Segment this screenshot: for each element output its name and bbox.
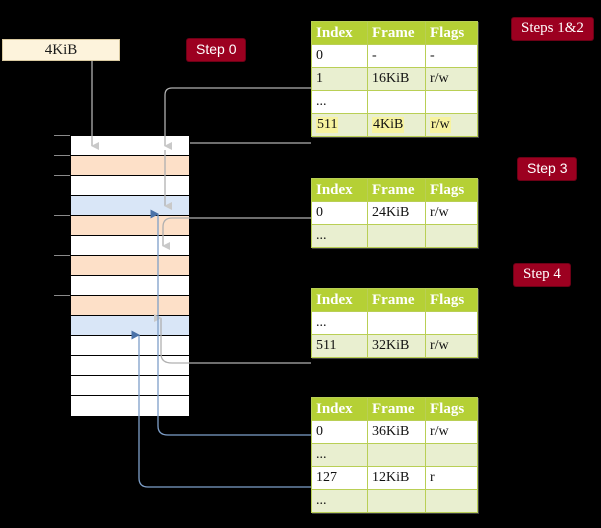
- memory-row-10: [71, 336, 189, 356]
- cell-flags: r/w: [425, 420, 478, 444]
- highlighted-value: 4KiB: [372, 117, 405, 133]
- cell-frame: 36KiB: [367, 420, 426, 444]
- step-badge-step3: Step 3: [518, 158, 577, 180]
- cell-index: 511: [311, 113, 368, 137]
- table-row: ...: [311, 489, 478, 513]
- memory-row-7: [71, 276, 189, 296]
- cell-flags: [425, 489, 478, 513]
- column-header-index: Index: [311, 21, 368, 45]
- cell-index: 511: [311, 334, 368, 358]
- memory-row-13: [71, 396, 189, 416]
- memory-row-0: [71, 136, 189, 156]
- memory-row-4: [71, 216, 189, 236]
- step-badge-step12: Steps 1&2: [512, 18, 593, 40]
- cell-index: 1: [311, 67, 368, 91]
- cell-frame: [367, 224, 426, 248]
- cell-flags: [425, 311, 478, 335]
- cell-flags: [425, 443, 478, 467]
- cell-frame: 12KiB: [367, 466, 426, 490]
- memory-row-3: [71, 196, 189, 216]
- step-badge-step0: Step 0: [187, 39, 246, 61]
- step-badge-step4: Step 4: [514, 264, 570, 286]
- memory-row-tick-4: [54, 215, 70, 216]
- column-header-flags: Flags: [425, 178, 478, 202]
- cell-index: ...: [311, 311, 368, 335]
- memory-row-tick-1: [54, 155, 70, 156]
- cell-frame: [367, 311, 426, 335]
- cell-frame: 16KiB: [367, 67, 426, 91]
- column-header-flags: Flags: [425, 397, 478, 421]
- cell-flags: [425, 90, 478, 114]
- column-header-index: Index: [311, 288, 368, 312]
- cell-flags: r: [425, 466, 478, 490]
- cell-index: ...: [311, 224, 368, 248]
- table-row: ...: [311, 90, 478, 114]
- column-header-index: Index: [311, 397, 368, 421]
- cell-frame: 4KiB: [367, 113, 426, 137]
- cell-flags: r/w: [425, 201, 478, 225]
- cell-frame: 24KiB: [367, 201, 426, 225]
- cell-frame: [367, 443, 426, 467]
- memory-row-9: [71, 316, 189, 336]
- table-row: ...: [311, 443, 478, 467]
- memory-row-tick-0: [54, 135, 70, 136]
- cell-index: 0: [311, 420, 368, 444]
- column-header-flags: Flags: [425, 21, 478, 45]
- cell-flags: r/w: [425, 334, 478, 358]
- column-header-frame: Frame: [367, 288, 426, 312]
- cell-frame: -: [367, 44, 426, 68]
- column-header-index: Index: [311, 178, 368, 202]
- page-frame-box: 4KiB: [2, 39, 120, 61]
- memory-row-8: [71, 296, 189, 316]
- cell-flags: [425, 224, 478, 248]
- column-header-frame: Frame: [367, 21, 426, 45]
- memory-row-tick-6: [54, 255, 70, 256]
- table-row: ...: [311, 311, 478, 335]
- cell-frame: 32KiB: [367, 334, 426, 358]
- cell-flags: r/w: [425, 113, 478, 137]
- cell-flags: -: [425, 44, 478, 68]
- column-header-frame: Frame: [367, 397, 426, 421]
- table-row: 0--: [311, 44, 478, 68]
- cell-frame: [367, 489, 426, 513]
- cell-index: ...: [311, 489, 368, 513]
- memory-row-tick-2: [54, 175, 70, 176]
- column-header-flags: Flags: [425, 288, 478, 312]
- memory-row-6: [71, 256, 189, 276]
- cell-index: 0: [311, 44, 368, 68]
- highlighted-value: 511: [316, 117, 339, 133]
- memory-row-12: [71, 376, 189, 396]
- cell-frame: [367, 90, 426, 114]
- memory-row-1: [71, 156, 189, 176]
- physical-memory-column: [70, 135, 190, 416]
- cell-index: 127: [311, 466, 368, 490]
- cell-index: ...: [311, 90, 368, 114]
- cell-index: ...: [311, 443, 368, 467]
- highlighted-value: r/w: [430, 117, 451, 133]
- memory-row-5: [71, 236, 189, 256]
- memory-row-11: [71, 356, 189, 376]
- cell-index: 0: [311, 201, 368, 225]
- table-row: 511 4KiB r/w: [311, 113, 478, 137]
- column-header-frame: Frame: [367, 178, 426, 202]
- memory-row-2: [71, 176, 189, 196]
- memory-row-tick-8: [54, 295, 70, 296]
- cell-flags: r/w: [425, 67, 478, 91]
- table-row: ...: [311, 224, 478, 248]
